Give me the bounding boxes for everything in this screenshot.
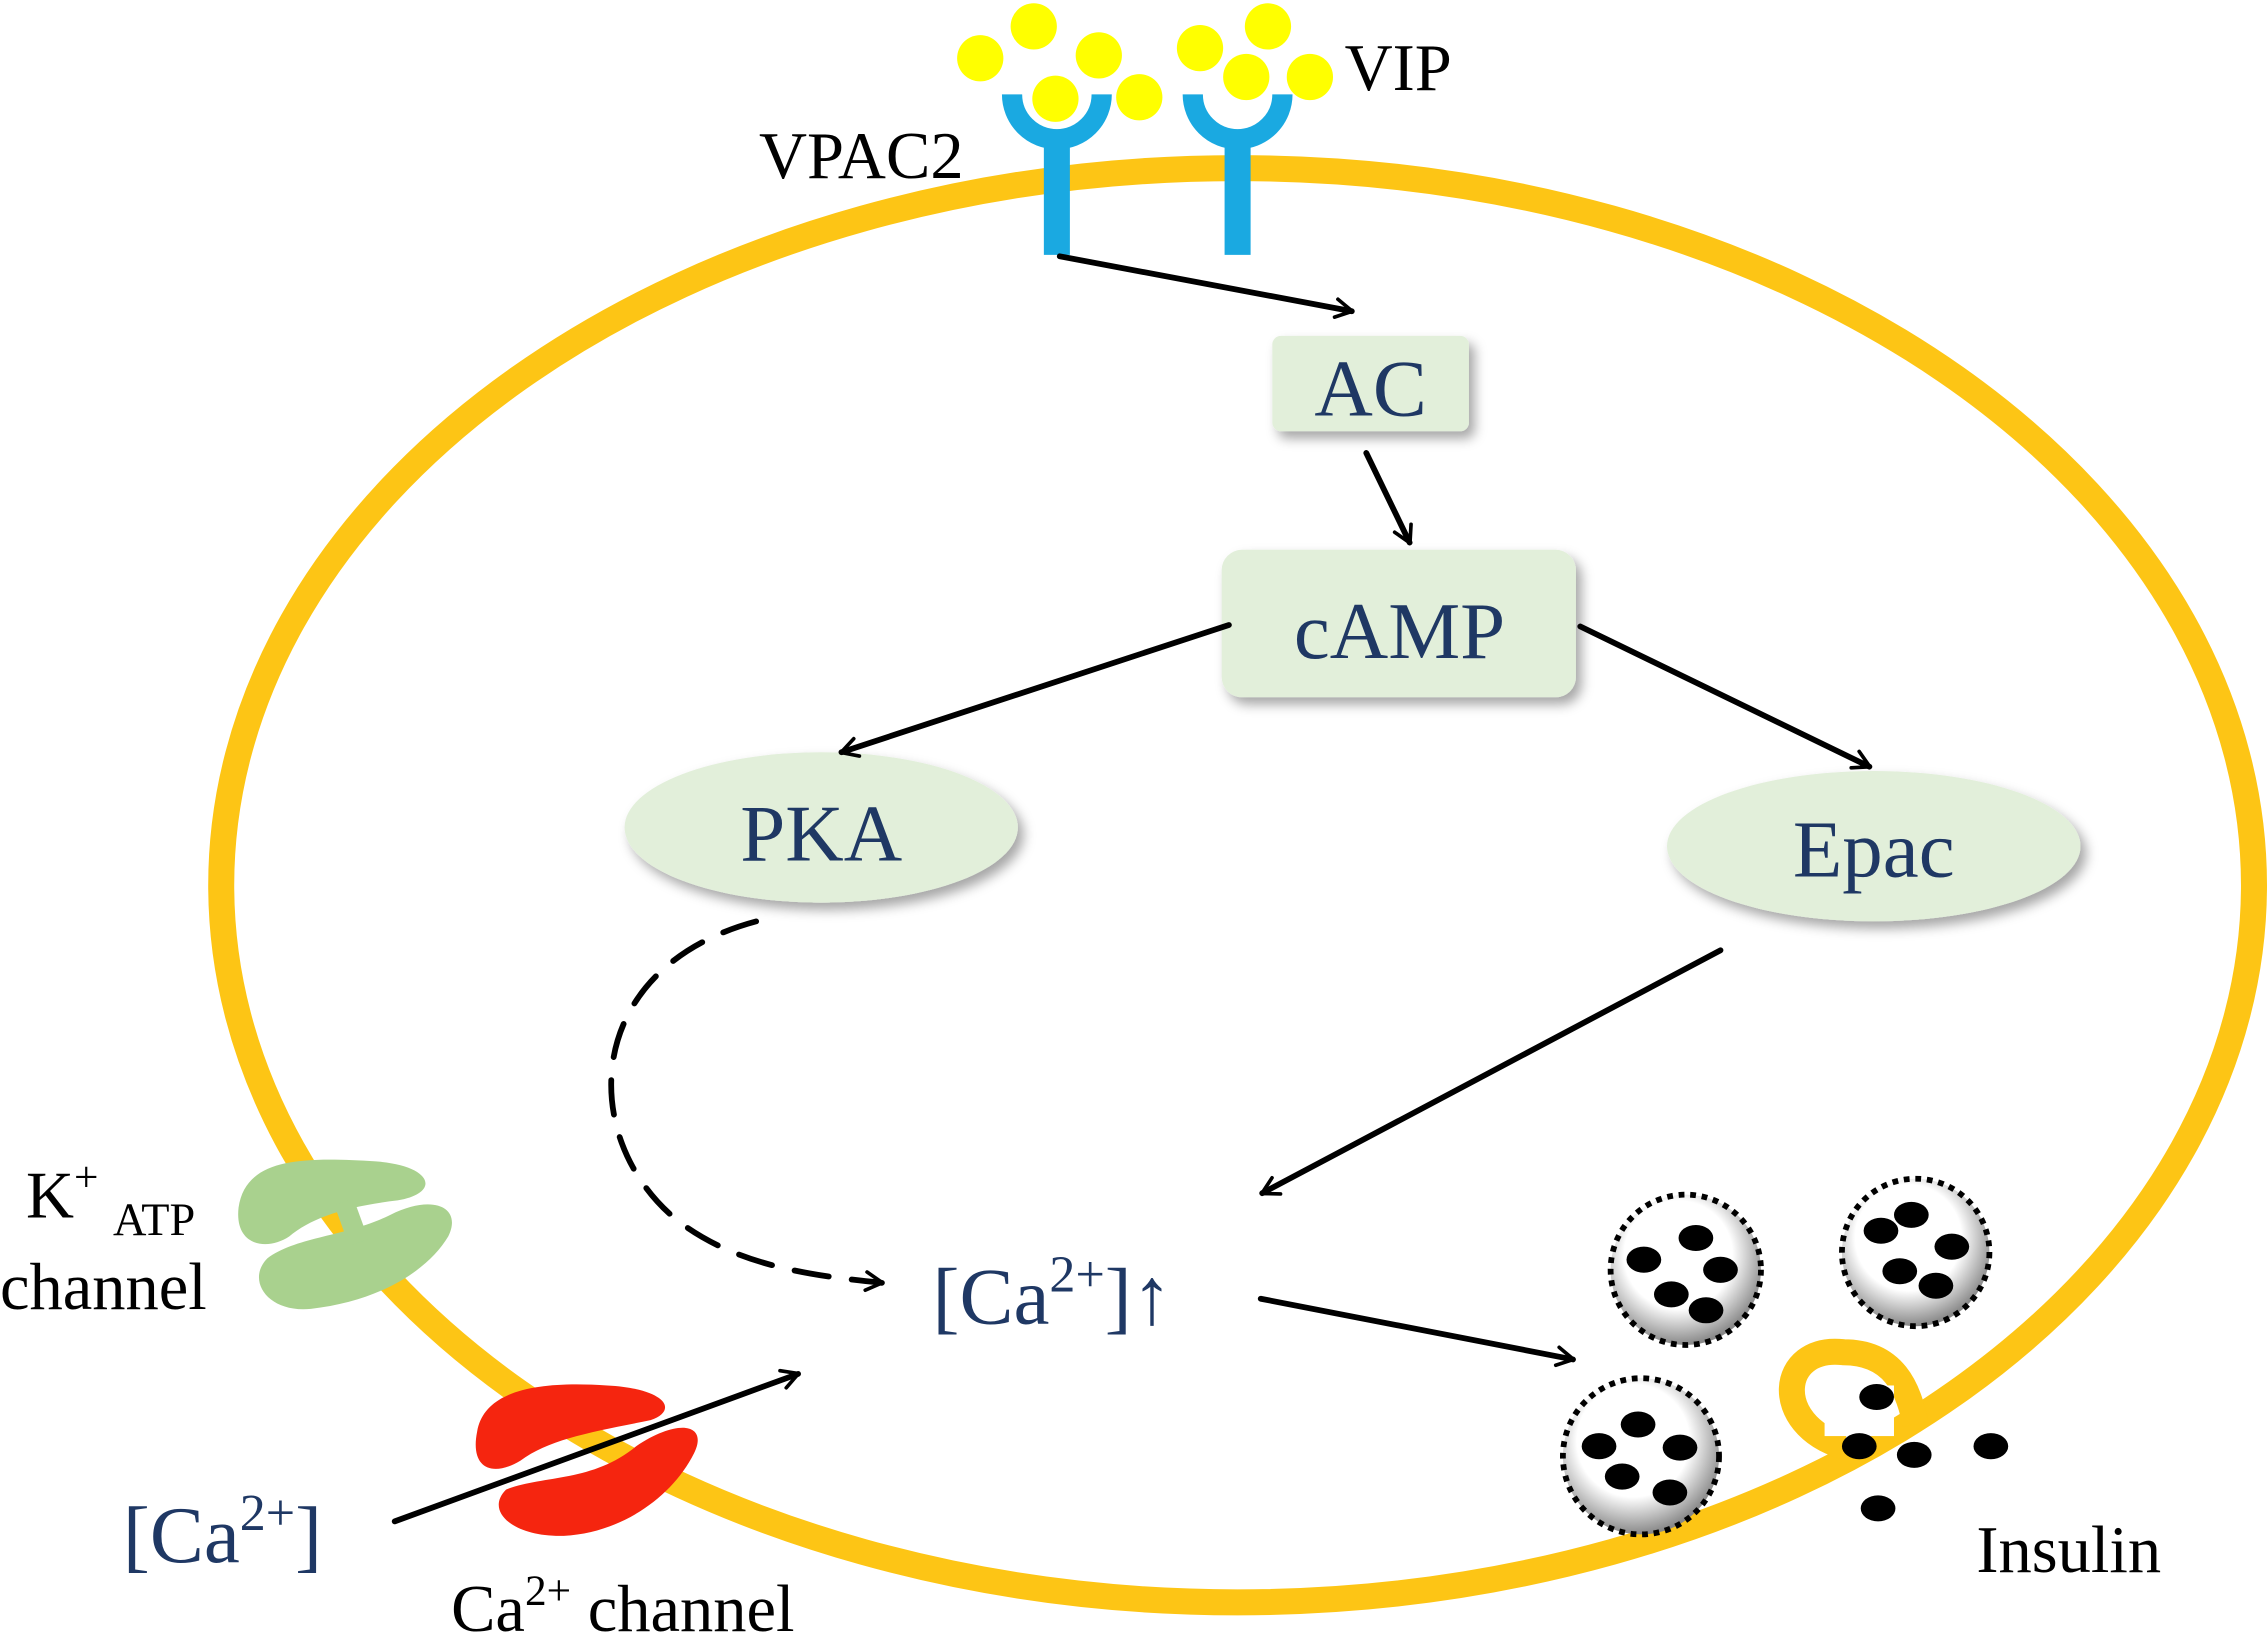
camp-node: cAMP [1221,549,1576,698]
extracellular-calcium-label: [Ca2+] [123,1485,322,1580]
calcium-channel-icon [475,1384,698,1536]
arrow-camp-to-pka [838,622,1232,758]
vpac2-receptor-1 [1001,93,1112,255]
epac-node: Epac [1666,771,2081,922]
katp-channel-label-line2: channel [0,1251,207,1324]
pka-label: PKA [740,789,902,879]
insulin-vesicle-2 [1839,1175,1993,1330]
insulin-vesicle-1 [1607,1191,1764,1348]
ac-label: AC [1314,343,1426,433]
arrow-camp-to-epac [1577,623,1873,770]
arrow-epac-to-calcium [1259,947,1724,1197]
camp-label: cAMP [1294,586,1505,676]
arrow-calcium-to-vesicles [1257,1295,1576,1368]
katp-channel-label: K+ATP [26,1154,195,1246]
epac-label: Epac [1793,805,1955,895]
vpac2-label: VPAC2 [759,120,964,193]
vip-ligands [957,3,1334,122]
intracellular-calcium-label: [Ca2+]↑ [933,1246,1173,1341]
arrow-ac-to-camp [1363,450,1413,546]
vip-label: VIP [1345,32,1452,105]
calcium-channel-label: Ca2+ channel [451,1567,794,1636]
insulin-label: Insulin [1976,1514,2161,1587]
vpac2-receptor-2 [1182,93,1293,255]
insulin-vesicle-3 [1560,1375,1722,1538]
pka-node: PKA [624,752,1018,903]
dashed-arrow-pka-to-calcium [608,918,885,1292]
arrow-receptor-to-ac [1056,253,1355,319]
katp-channel-icon [238,1159,452,1310]
arrow-calcium-influx [391,1368,801,1525]
ac-node: AC [1272,335,1469,433]
released-insulin-granules [1841,1384,2009,1522]
